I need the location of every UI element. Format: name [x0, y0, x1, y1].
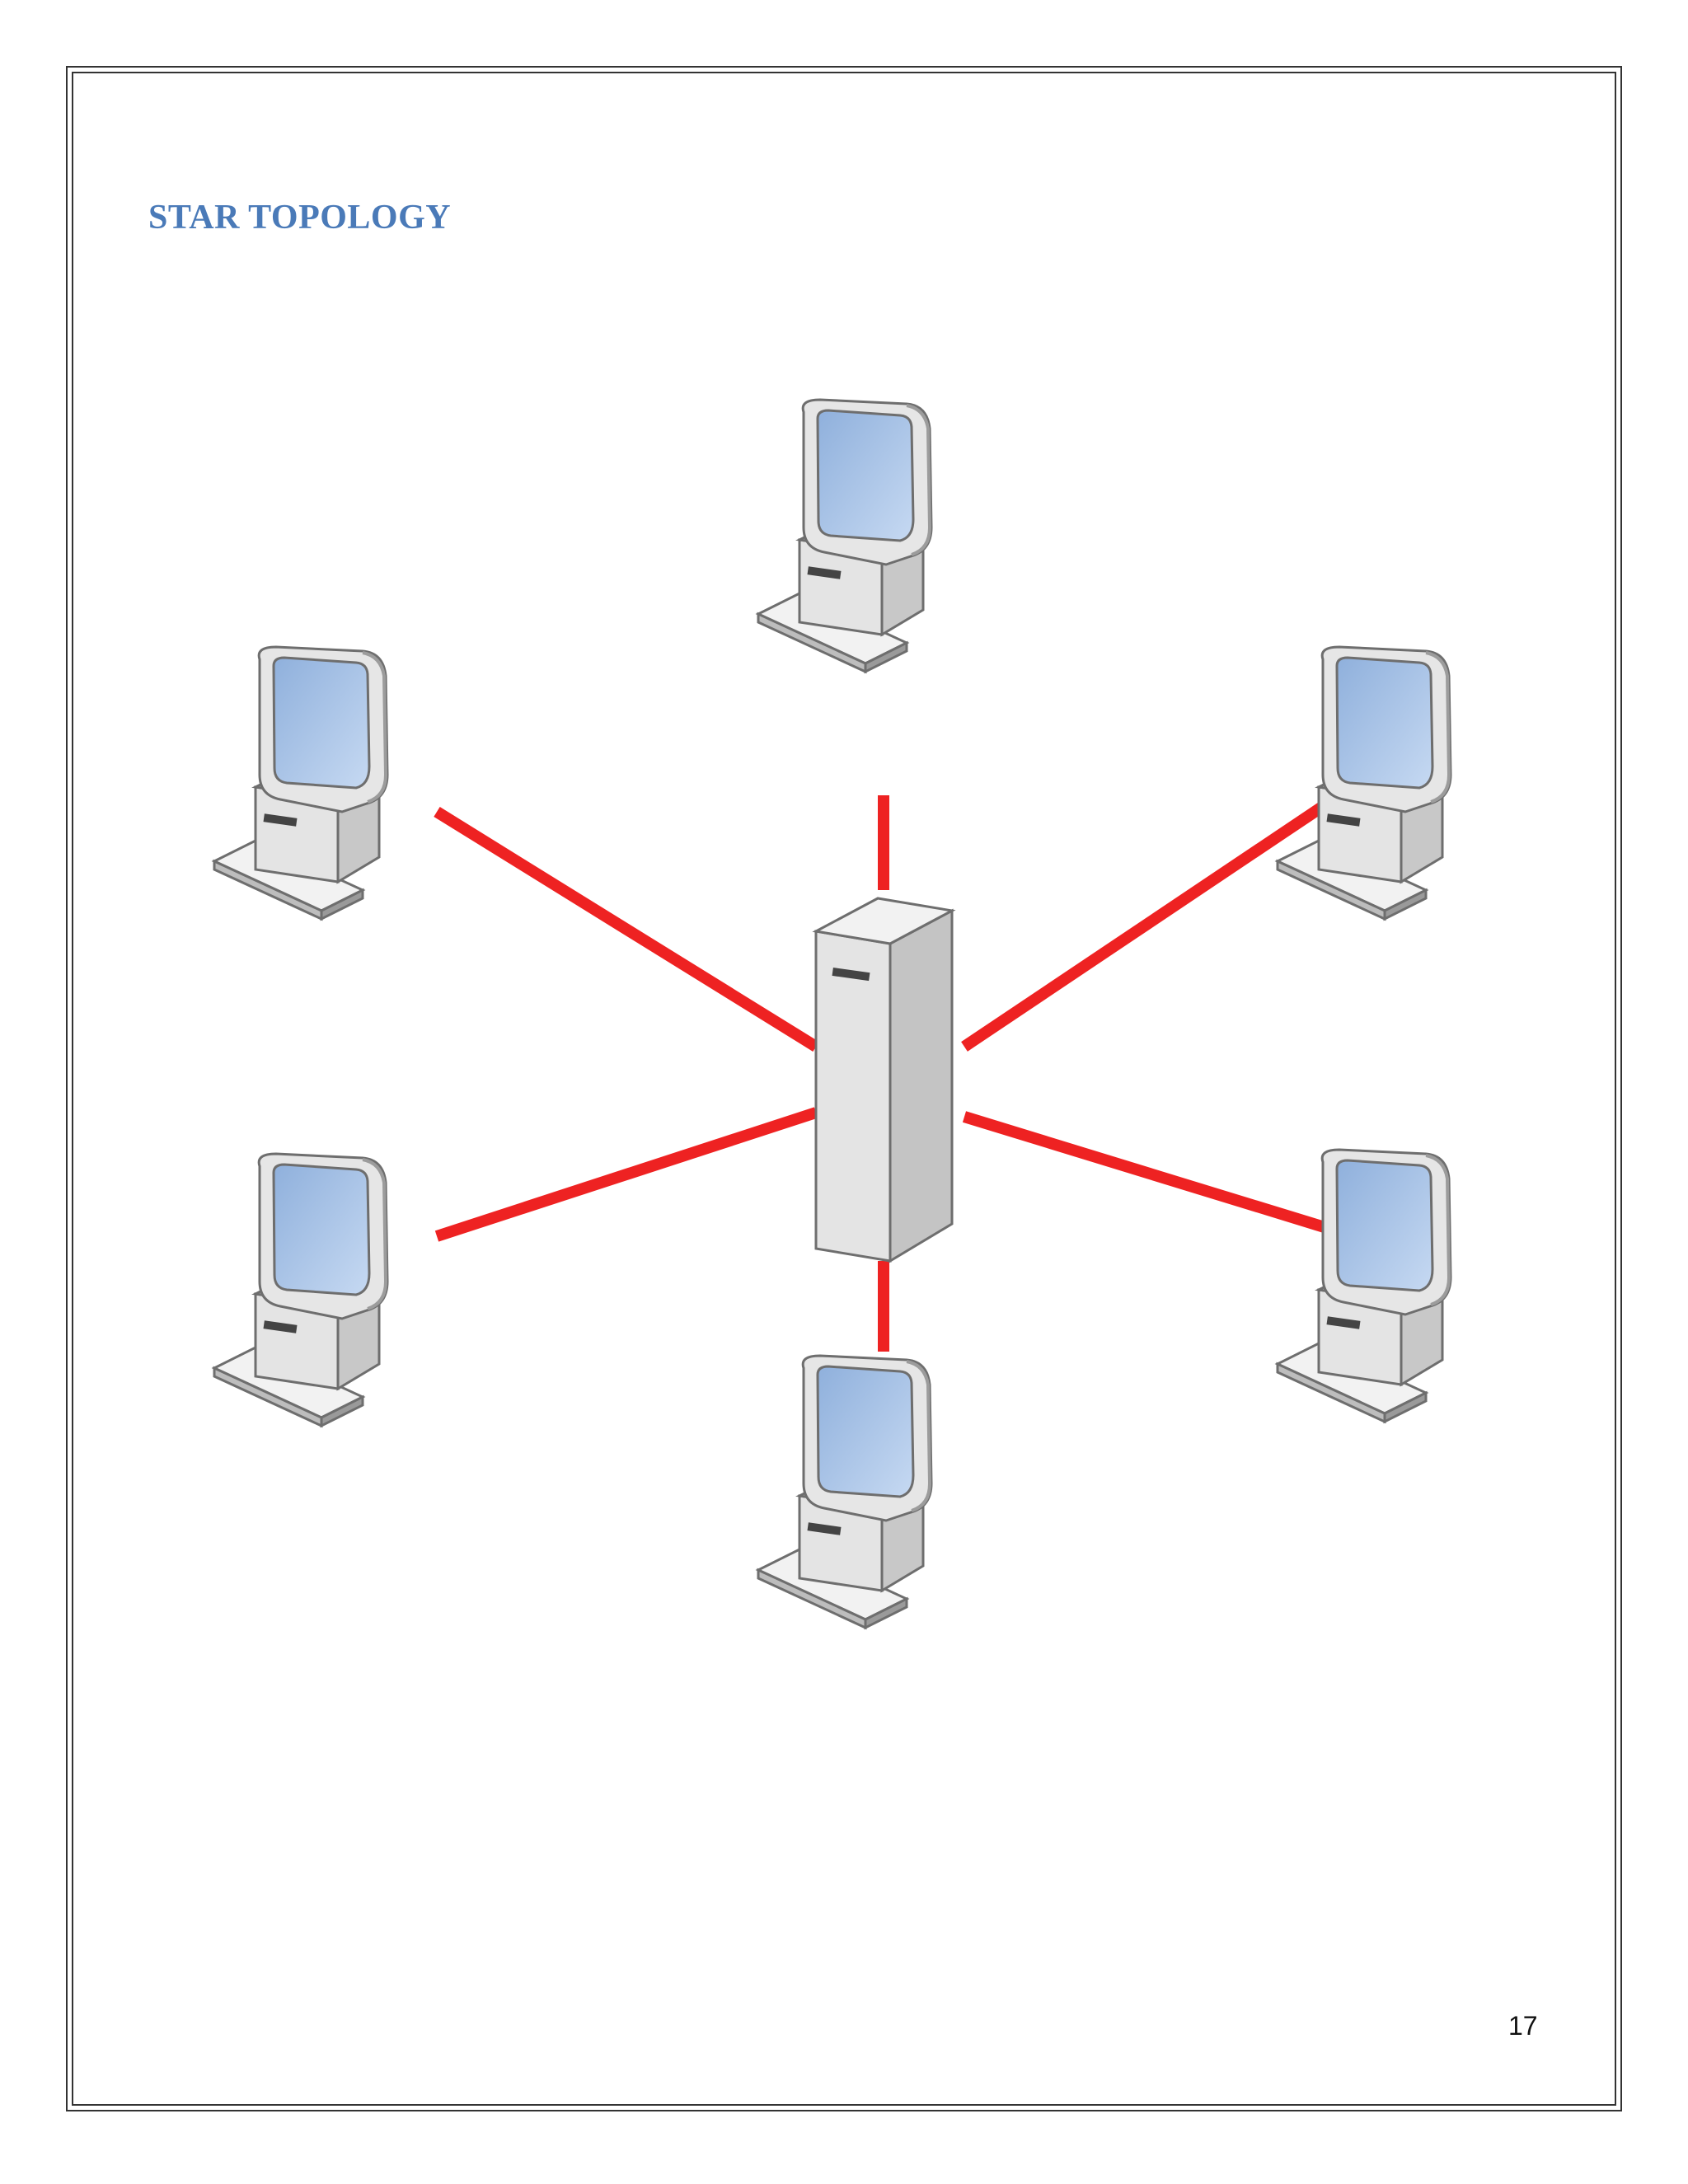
- computer-upper-right-icon: [1276, 645, 1452, 921]
- computer-bottom-icon: [757, 1354, 933, 1629]
- server-tower-icon: [814, 897, 954, 1263]
- link-lower-right: [962, 1111, 1329, 1234]
- computer-lower-left-icon: [213, 1152, 389, 1427]
- link-upper-left: [434, 807, 819, 1052]
- page-title: STAR TOPOLOGY: [148, 199, 452, 237]
- link-upper-right: [961, 799, 1330, 1052]
- computer-lower-right-icon: [1276, 1148, 1452, 1423]
- computer-upper-left-icon: [213, 645, 389, 921]
- page-border-outer: [66, 66, 1622, 2111]
- link-lower-left: [434, 1107, 818, 1242]
- page-border-inner: [72, 72, 1616, 2106]
- computer-top-icon: [757, 398, 933, 673]
- page-number: 17: [1508, 2011, 1538, 2041]
- links: [434, 795, 1330, 1352]
